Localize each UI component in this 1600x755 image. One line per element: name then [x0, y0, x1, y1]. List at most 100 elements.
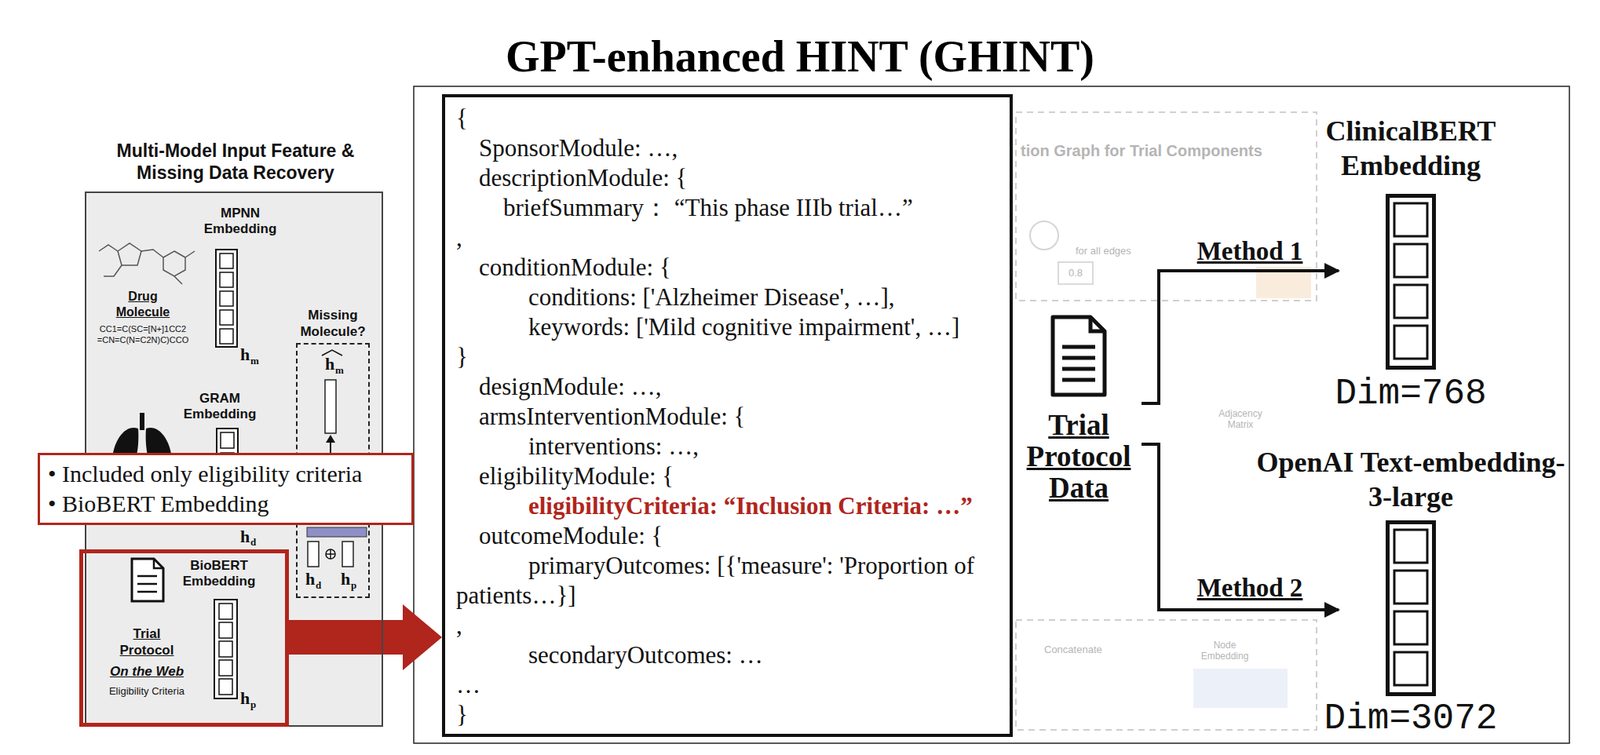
- vector-subscript: p: [250, 699, 256, 711]
- vector-symbol: h: [240, 345, 250, 365]
- vector-symbol: h: [340, 569, 351, 589]
- document-icon: [1049, 314, 1108, 399]
- doc-lines: [1062, 317, 1105, 380]
- bond: [103, 265, 122, 277]
- faded-label: Adjacency Matrix: [1212, 408, 1268, 431]
- vector-cell: [219, 272, 234, 288]
- ring: [163, 251, 186, 277]
- embedding-vector: OpenAI Text-embedding-3-largeDim=3072: [1338, 520, 1484, 697]
- vector-cell: [219, 253, 234, 269]
- concat-cross: [325, 549, 336, 559]
- code-line: armsInterventionModule: {: [478, 401, 999, 432]
- bond: [174, 276, 183, 285]
- bond: [141, 249, 164, 258]
- vector-cell: [219, 660, 233, 676]
- document-label: Trial Protocol Data: [1015, 409, 1142, 505]
- vector-cell: [1394, 244, 1428, 278]
- ring: [117, 243, 142, 266]
- faded-label: Concatenate: [1044, 643, 1103, 657]
- vector-frame: [214, 599, 238, 699]
- code-line: ,: [456, 610, 999, 641]
- code-line: ,: [456, 222, 999, 253]
- faded-label: 0.8: [1059, 266, 1092, 280]
- vector-shape: [1338, 193, 1484, 370]
- code-line: conditionModule: {: [478, 252, 999, 283]
- callout-box: • Included only eligibility criteria• Bi…: [37, 452, 414, 526]
- vector-cell: [220, 432, 234, 449]
- protocol-doc-icon: [131, 558, 164, 602]
- vector-cell: [1394, 529, 1428, 563]
- code-line: eligibilityCriteria: “Inclusion Criteria…: [528, 491, 999, 522]
- vector-frame: [1388, 196, 1435, 369]
- vector-cell: [219, 310, 234, 326]
- code-line: interventions: …,: [528, 431, 999, 462]
- code-line: {: [456, 103, 999, 134]
- vector-cell: [1394, 611, 1428, 645]
- vector-bar: [325, 379, 337, 434]
- vector-cell: [219, 641, 233, 658]
- vector-cell: [1394, 325, 1428, 359]
- faded-matrix: [1193, 668, 1288, 709]
- block-arrow: [288, 604, 443, 671]
- trachea: [139, 412, 145, 431]
- embedding-label: BioBERT Embedding: [175, 558, 263, 590]
- embedding-label: MPNN Embedding: [193, 205, 288, 238]
- faded-region: [1015, 620, 1317, 731]
- doc-page: [1052, 317, 1105, 395]
- dimension-label: Dim=3072: [1307, 701, 1515, 738]
- biobert-vector: [214, 599, 238, 699]
- vector-bar: [307, 541, 319, 567]
- layer-bar: [306, 527, 367, 537]
- source-label: On the Web: [95, 663, 198, 680]
- faded-box: [1058, 262, 1093, 285]
- vector-cell: [219, 291, 234, 307]
- protocol-box: BioBERT EmbeddingTrial Protocol On the We…: [79, 549, 289, 727]
- source-label: Trial Protocol: [111, 625, 183, 659]
- vector-frame: [1388, 522, 1435, 695]
- vector-cell: [219, 328, 234, 344]
- connector-label: Method 1: [1194, 237, 1307, 266]
- vector-symbol: h: [325, 354, 335, 374]
- code-line: SponsorModule: …,: [478, 133, 999, 164]
- document-node: Trial Protocol Data: [1015, 314, 1142, 509]
- code-line: }: [456, 700, 999, 731]
- concat-symbol: [325, 549, 336, 559]
- elbow-arrow: [1141, 270, 1339, 404]
- mpnn-vector: [215, 249, 238, 348]
- vector-subscript: m: [250, 355, 260, 367]
- vector-cell: [1394, 570, 1428, 604]
- vector-cell: [1394, 284, 1428, 318]
- faded-label: Node Embedding: [1193, 639, 1257, 662]
- vector-cell: [1394, 203, 1428, 237]
- faded-graph: [1015, 112, 1317, 731]
- vector-cell: [219, 603, 233, 620]
- input-label: Drug Molecule: [103, 288, 183, 321]
- vector-subscript: m: [335, 365, 344, 377]
- code-line: designModule: …,: [478, 372, 999, 402]
- vector-symbol: h: [240, 527, 250, 547]
- code-line: conditions: ['Alzheimer Disease', …],: [528, 282, 999, 313]
- vector-shape: [1338, 520, 1484, 697]
- smiles-string: CC1=C(SC=[N+]1CC2 =CN=C(N=C2N)C)CCO: [90, 323, 196, 346]
- vector-heading: ClinicalBERT Embedding: [1293, 113, 1529, 183]
- code-line: }: [456, 342, 999, 373]
- vector-subscript: d: [315, 580, 322, 592]
- code-line: secondaryOutcomes: …: [528, 640, 999, 671]
- code-line: …: [456, 670, 999, 701]
- vector-subscript: d: [250, 536, 256, 548]
- dimension-label: Dim=768: [1307, 376, 1515, 413]
- doc-page: [131, 558, 164, 602]
- arrow-head: [325, 434, 336, 443]
- faded-label: for all edges: [1075, 244, 1132, 258]
- vector-symbol: h: [240, 689, 250, 709]
- code-line: outcomeModule: {: [478, 521, 999, 552]
- molecule-drawing: [98, 243, 195, 285]
- panel-frame: [413, 86, 1570, 744]
- code-line: eligibilityModule: {: [478, 461, 999, 492]
- vector-bar: [342, 541, 354, 567]
- source-note: Eligibility Criteria: [87, 685, 206, 698]
- panel-heading: Multi-Model Input Feature & Missing Data…: [94, 139, 377, 184]
- vector-heading: OpenAI Text-embedding-3-large: [1253, 445, 1568, 515]
- embedding-vector: ClinicalBERT EmbeddingDim=768: [1338, 193, 1484, 370]
